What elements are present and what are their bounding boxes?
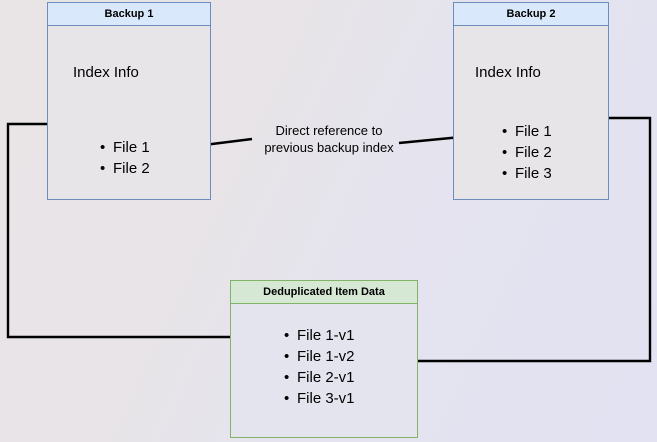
node-deduplicated-item-data[interactable]: Deduplicated Item Data File 1-v1 File 1-… <box>230 280 418 438</box>
node-dedup-body: File 1-v1 File 1-v2 File 2-v1 File 3-v1 <box>231 304 417 437</box>
list-item: File 1 <box>100 137 150 158</box>
node-backup-1[interactable]: Backup 1 Index Info File 1 File 2 <box>47 2 211 200</box>
backup-1-file-list: File 1 File 2 <box>95 137 150 179</box>
node-backup-2-body: Index Info File 1 File 2 File 3 <box>454 26 608 199</box>
list-item: File 2 <box>502 142 552 163</box>
backup-2-index-info-label: Index Info <box>475 64 541 81</box>
list-item: File 1-v2 <box>284 346 354 367</box>
list-item: File 3-v1 <box>284 388 354 409</box>
list-item: File 2-v1 <box>284 367 354 388</box>
node-backup-1-body: Index Info File 1 File 2 <box>48 26 210 199</box>
backup-2-file-list: File 1 File 2 File 3 <box>497 121 552 184</box>
list-item: File 1-v1 <box>284 325 354 346</box>
node-backup-1-header: Backup 1 <box>48 3 210 26</box>
list-item: File 3 <box>502 163 552 184</box>
list-item: File 2 <box>100 158 150 179</box>
edge-label-line-1: Direct reference to <box>275 123 383 138</box>
node-backup-2-header: Backup 2 <box>454 3 608 26</box>
backup-1-index-info-label: Index Info <box>73 64 139 81</box>
dedup-item-list: File 1-v1 File 1-v2 File 2-v1 File 3-v1 <box>279 325 354 409</box>
list-item: File 1 <box>502 121 552 142</box>
edge-label-direct-reference: Direct reference to previous backup inde… <box>249 122 409 156</box>
edge-label-line-2: previous backup index <box>264 140 394 155</box>
node-dedup-header: Deduplicated Item Data <box>231 281 417 304</box>
node-backup-2[interactable]: Backup 2 Index Info File 1 File 2 File 3 <box>453 2 609 200</box>
